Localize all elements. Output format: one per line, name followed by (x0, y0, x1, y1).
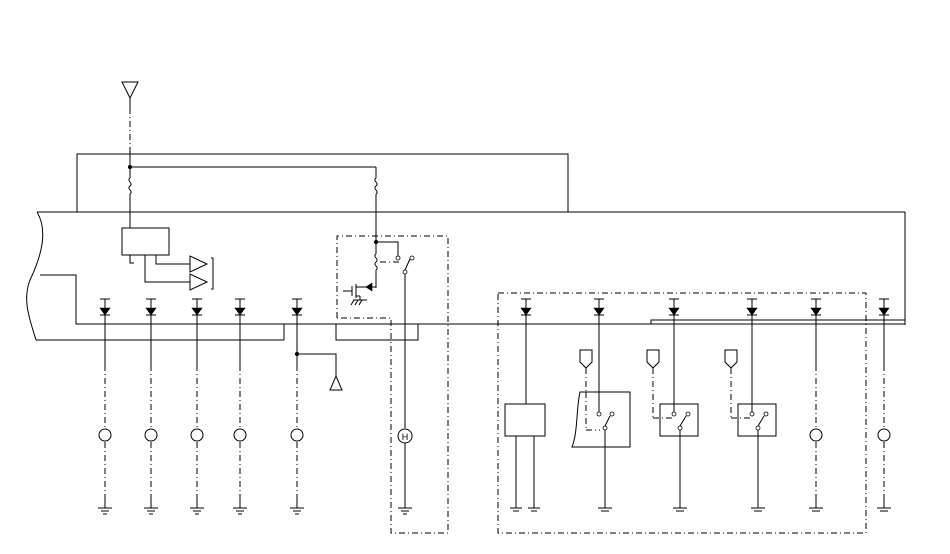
relay-box (121, 227, 190, 283)
diode-icon (668, 307, 680, 316)
connector-icon (724, 349, 738, 369)
branch-11 (809, 298, 823, 512)
ground-icon (510, 507, 522, 512)
ground-icon (398, 507, 412, 515)
branch-9 (646, 298, 699, 512)
branch-2 (144, 298, 158, 515)
diode-icon (291, 307, 303, 316)
connector-icon (646, 349, 660, 369)
fuse-icon (128, 177, 132, 228)
switch-icon (671, 411, 691, 431)
transistor-module (336, 235, 449, 534)
diode-icon (878, 307, 890, 316)
diode-icon (746, 307, 758, 316)
ground-icon (877, 507, 891, 512)
diode-icon (99, 307, 111, 316)
lamp-icon (190, 428, 204, 442)
control-unit-box (504, 403, 546, 437)
switch-icon (749, 411, 769, 431)
amplifier-icon (189, 255, 209, 273)
branch-12 (877, 298, 891, 512)
ground-icon (751, 507, 765, 512)
branch-10 (724, 298, 777, 512)
peripheral-module (497, 292, 867, 534)
branch-1 (98, 298, 112, 515)
transistor-icon (343, 280, 377, 306)
lamp-icon (809, 428, 823, 442)
ground-icon (809, 507, 823, 512)
branch-7 (504, 298, 546, 512)
amplifier-icon (189, 273, 209, 291)
switch-icon (596, 411, 615, 431)
upper-housing (76, 153, 569, 212)
main-unit-outline (26, 211, 906, 341)
diode-icon (593, 307, 605, 316)
lamp-icon (877, 428, 891, 442)
diode-icon (810, 307, 822, 316)
lamp-icon (98, 428, 112, 442)
ground-icon (528, 507, 540, 512)
branch-4 (233, 298, 247, 515)
power-feed (127, 150, 377, 178)
lamp-icon (144, 428, 158, 442)
branch-5 (290, 298, 343, 515)
ground-icon (290, 507, 304, 515)
ground-icon (673, 507, 687, 512)
antenna-symbol (329, 374, 343, 391)
ground-icon (144, 507, 158, 515)
antenna-symbol (121, 81, 139, 150)
ground-icon (190, 507, 204, 515)
diode-icon (520, 307, 532, 316)
lamp-label: H (402, 432, 409, 442)
branch-3 (190, 298, 204, 515)
branch-6: H (397, 365, 413, 515)
ground-icon (98, 507, 112, 515)
lamp-icon (290, 428, 304, 442)
ground-icon (598, 507, 612, 512)
fuse-icon (374, 177, 378, 242)
diode-icon (191, 307, 203, 316)
diode-icon (234, 307, 246, 316)
ground-icon (233, 507, 247, 515)
bracket (211, 257, 214, 290)
lamp-icon (233, 428, 247, 442)
branch-8 (571, 298, 631, 512)
connector-icon (579, 349, 593, 369)
diode-icon (145, 307, 157, 316)
